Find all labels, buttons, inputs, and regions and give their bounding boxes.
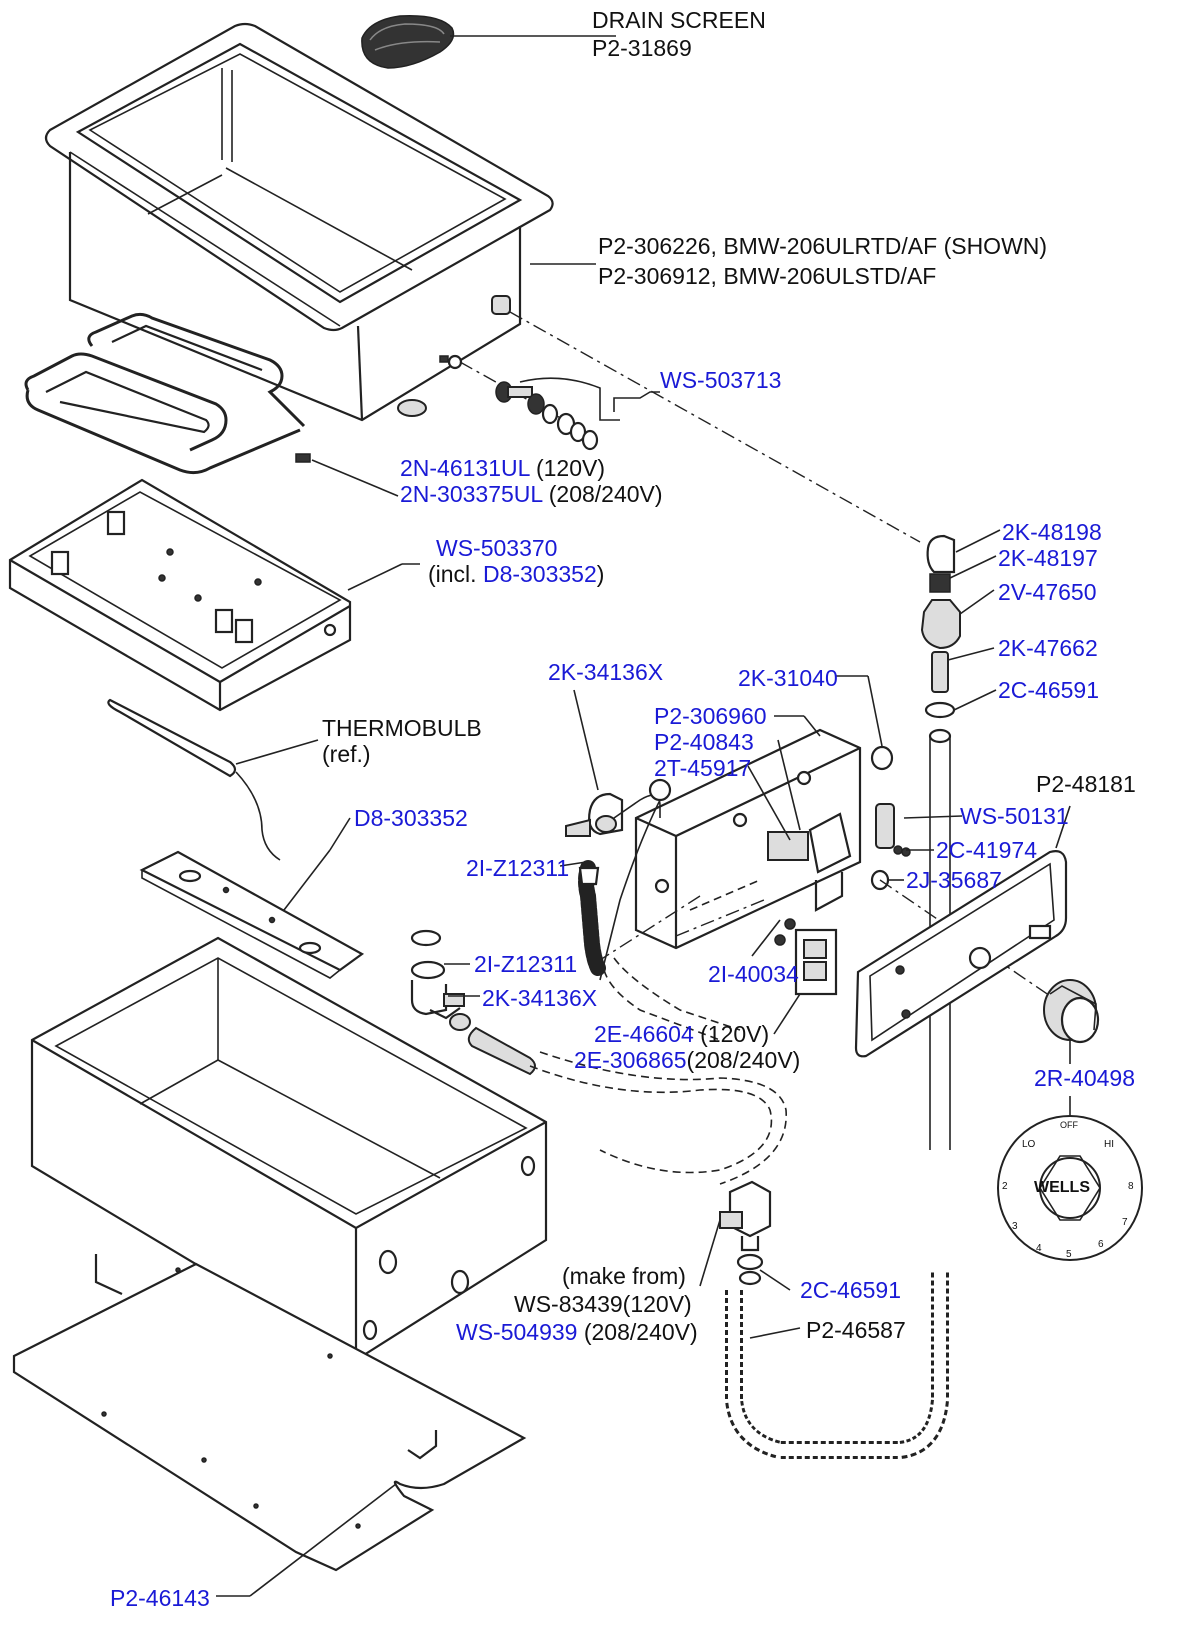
part-link-2k-34136x-bottom[interactable]: 2K-34136X: [482, 985, 598, 1011]
part-link-ws-503713[interactable]: WS-503713: [660, 367, 782, 393]
includes-prefix: (incl.: [428, 561, 483, 587]
part-link-ws-50131[interactable]: WS-50131: [960, 803, 1069, 829]
assembly-leaders: [509, 311, 1057, 1001]
element-208v-row: 2N-303375UL (208/240V): [400, 480, 663, 508]
temperature-dial-drawing: [997, 1096, 1143, 1261]
ws-503370-includes: (incl. D8-303352): [428, 560, 604, 588]
tray-drawing: [8, 478, 420, 712]
lower-fittings-drawing: [410, 929, 787, 1185]
dial-num-7: 7: [1122, 1217, 1128, 1228]
part-link-p2-46143[interactable]: P2-46143: [110, 1585, 210, 1611]
switch-120v-row: 2E-46604 (120V): [594, 1020, 769, 1048]
part-link-2r-40498[interactable]: 2R-40498: [1034, 1065, 1136, 1091]
part-link-2i-z12311-a[interactable]: 2I-Z12311: [466, 855, 570, 881]
part-link-d8-303352-incl[interactable]: D8-303352: [482, 561, 597, 587]
part-link-ws-503370[interactable]: WS-503370: [436, 535, 558, 561]
part-link-2c-46591-top[interactable]: 2C-46591: [998, 677, 1100, 703]
part-link-2i-z12311-b[interactable]: 2I-Z12311: [474, 951, 578, 977]
drain-screen-drawing: [361, 15, 616, 69]
drain-screen-part-number: P2-31869: [592, 35, 692, 61]
control-small-parts-drawing: [773, 745, 911, 1035]
bottom-plate-drawing: [12, 1254, 527, 1597]
part-link-2k-48197[interactable]: 2K-48197: [998, 545, 1098, 571]
part-link-ws-504939[interactable]: WS-504939: [456, 1319, 578, 1345]
valve-voltage-208-240v: (208/240V): [577, 1319, 698, 1345]
dial-off: OFF: [1060, 1120, 1078, 1130]
dial-num-4: 4: [1036, 1243, 1042, 1254]
part-link-2n-46131ul[interactable]: 2N-46131UL: [400, 455, 530, 481]
switch-voltage-120v: (120V): [693, 1021, 770, 1047]
element-120v-row: 2N-46131UL (120V): [400, 454, 605, 482]
pan-part-line-2: P2-306912, BMW-206ULSTD/AF: [598, 263, 937, 289]
make-from-note: (make from): [562, 1263, 686, 1289]
bracket-plate-drawing: [139, 817, 365, 979]
part-link-2v-47650[interactable]: 2V-47650: [998, 579, 1097, 605]
part-link-2j-35687[interactable]: 2J-35687: [906, 867, 1002, 893]
part-link-p2-40843[interactable]: P2-40843: [654, 729, 754, 755]
panel-part-number: P2-48181: [1036, 771, 1136, 797]
part-link-2t-45917[interactable]: 2T-45917: [654, 755, 752, 781]
dial-num-3: 3: [1012, 1221, 1018, 1232]
part-link-2e-306865[interactable]: 2E-306865: [574, 1047, 687, 1073]
outer-housing-drawing: [30, 936, 548, 1362]
dial-num-2: 2: [1002, 1181, 1008, 1192]
switch-208v-row: 2E-306865(208/240V): [574, 1046, 800, 1074]
drain-screen-title: DRAIN SCREEN: [592, 7, 766, 33]
dial-brand: WELLS: [1034, 1179, 1090, 1196]
thermobulb-drawing: [107, 698, 319, 861]
part-link-2c-46591-bottom[interactable]: 2C-46591: [800, 1277, 902, 1303]
dial-num-8: 8: [1128, 1181, 1134, 1192]
part-link-p2-306960[interactable]: P2-306960: [654, 703, 767, 729]
part-link-2e-46604[interactable]: 2E-46604: [594, 1021, 694, 1047]
part-link-2k-48198[interactable]: 2K-48198: [1002, 519, 1102, 545]
drain-fitting-kit-drawing: [459, 361, 660, 451]
thermobulb-title: THERMOBULB: [322, 715, 482, 741]
inner-hose-drawing: [578, 860, 741, 1041]
pan-part-line-1: P2-306226, BMW-206ULRTD/AF (SHOWN): [598, 233, 1048, 259]
control-box-drawing: [634, 728, 862, 950]
label-leaders: [444, 675, 963, 997]
dial-num-6: 6: [1098, 1239, 1104, 1250]
valve-208v-row: WS-504939 (208/240V): [456, 1318, 698, 1346]
dial-hi: HI: [1104, 1139, 1114, 1150]
part-link-2c-41974[interactable]: 2C-41974: [936, 837, 1038, 863]
part-link-2n-303375ul[interactable]: 2N-303375UL: [400, 481, 543, 507]
voltage-120v: (120V): [529, 455, 606, 481]
thermobulb-ref: (ref.): [322, 741, 371, 767]
switch-voltage-208-240v: (208/240V): [686, 1047, 801, 1073]
water-valve-drawing: [699, 1180, 949, 1459]
knob-drawing: [1043, 979, 1100, 1064]
hose-part-number: P2-46587: [806, 1317, 906, 1343]
dial-lo: LO: [1022, 1139, 1036, 1150]
includes-suffix: ): [596, 561, 605, 587]
part-link-d8-303352[interactable]: D8-303352: [354, 805, 468, 831]
part-link-2k-31040[interactable]: 2K-31040: [738, 665, 838, 691]
voltage-208-240v: (208/240V): [542, 481, 663, 507]
elbow-fitting-top-drawing: [565, 689, 672, 981]
dial-num-5: 5: [1066, 1249, 1072, 1260]
part-link-2k-34136x-top[interactable]: 2K-34136X: [548, 659, 664, 685]
part-link-2k-47662[interactable]: 2K-47662: [998, 635, 1098, 661]
front-panel-drawing: [854, 805, 1071, 1058]
heating-element-drawing: [24, 312, 399, 497]
part-link-2i-40034[interactable]: 2I-40034: [708, 961, 799, 987]
well-pan-drawing: [44, 22, 596, 422]
valve-120v-part: WS-83439(120V): [514, 1291, 692, 1317]
